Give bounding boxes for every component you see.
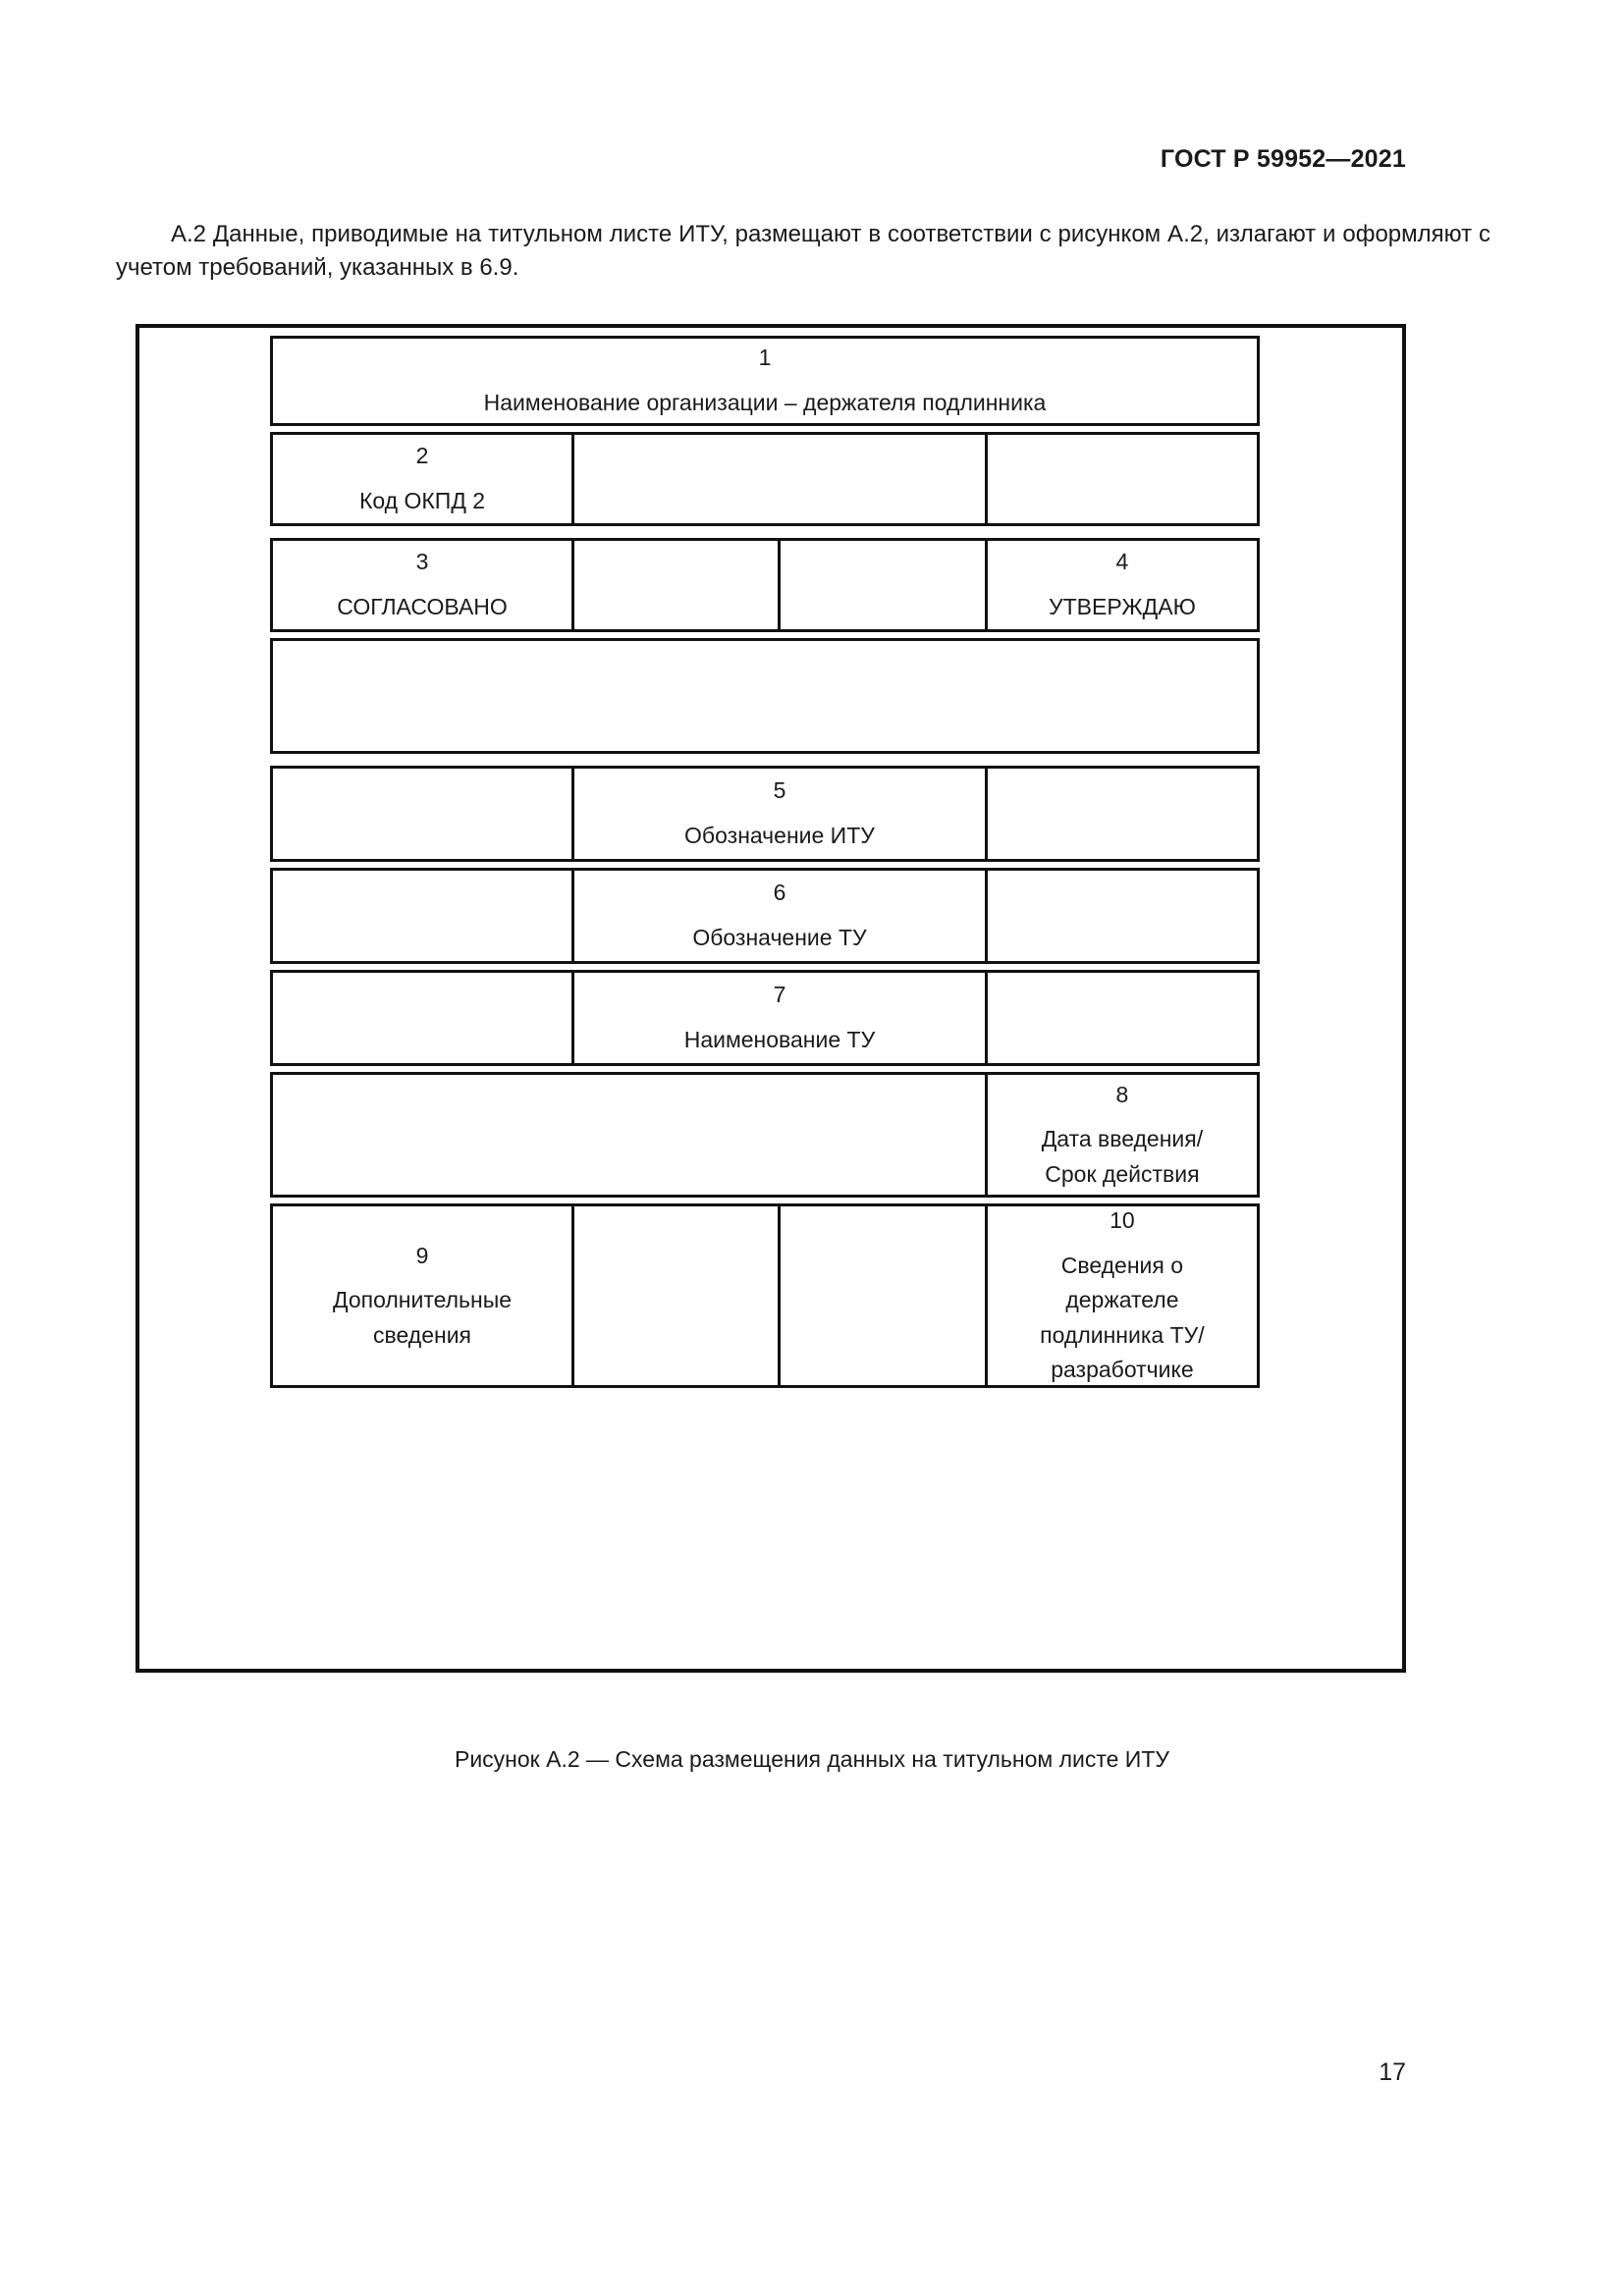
scheme-cell-tu-empty-right <box>984 871 1257 961</box>
scheme-row-blank-band <box>270 638 1260 754</box>
block-label-designation-itu: Обозначение ИТУ <box>684 823 875 848</box>
scheme-cell-extra-empty-1 <box>571 1206 778 1385</box>
block-label-holder-info-line-3: подлинника ТУ/ <box>1040 1321 1205 1348</box>
scheme-cell-organization: 1 Наименование организации – держателя п… <box>273 339 1257 423</box>
scheme-cell-date-empty-left <box>273 1075 985 1195</box>
block-label-date: Дата введения/ Срок действия <box>1042 1122 1203 1192</box>
page-number: 17 <box>1379 2058 1406 2086</box>
block-number-4: 4 <box>1115 549 1129 575</box>
figure-a2-frame: 1 Наименование организации – держателя п… <box>135 324 1406 1673</box>
scheme-row-designation-itu: 5 Обозначение ИТУ <box>270 766 1260 862</box>
scheme-cell-soglasovano: 3 СОГЛАСОВАНО <box>273 541 571 629</box>
block-label-soglasovano: СОГЛАСОВАНО <box>337 594 508 619</box>
block-number-1: 1 <box>758 345 772 371</box>
scheme-cell-holder-info: 10 Сведения о держателе подлинника ТУ/ р… <box>984 1206 1257 1385</box>
scheme-cell-blank-band <box>273 641 1257 751</box>
block-number-2: 2 <box>415 443 429 469</box>
block-label-okpd: Код ОКПД 2 <box>359 488 486 513</box>
scheme-cell-designation-tu: 6 Обозначение ТУ <box>571 871 985 961</box>
figure-caption: Рисунок А.2 — Схема размещения данных на… <box>454 1746 1169 1772</box>
block-number-7: 7 <box>773 982 786 1008</box>
scheme-row-designation-tu: 6 Обозначение ТУ <box>270 868 1260 964</box>
block-label-name-tu: Наименование ТУ <box>683 1027 876 1052</box>
scheme-row-name-tu: 7 Наименование ТУ <box>270 970 1260 1066</box>
scheme-cell-tu-empty-left <box>273 871 571 961</box>
scheme-cell-okpd: 2 Код ОКПД 2 <box>273 435 571 523</box>
block-label-utverzhdayu: УТВЕРЖДАЮ <box>1049 594 1196 619</box>
block-label-designation-tu: Обозначение ТУ <box>692 925 867 950</box>
scheme-row-organization: 1 Наименование организации – держателя п… <box>270 336 1260 426</box>
block-number-10: 10 <box>1110 1206 1135 1233</box>
block-number-5: 5 <box>773 777 786 804</box>
block-label-holder-info-line-2: держателе <box>1065 1287 1179 1313</box>
scheme-cell-itu-empty-left <box>273 769 571 859</box>
scheme-cell-date: 8 Дата введения/ Срок действия <box>984 1075 1257 1195</box>
document-header-standard-code: ГОСТ Р 59952—2021 <box>1160 145 1406 173</box>
block-label-holder-info-line-4: разработчике <box>1051 1357 1194 1383</box>
scheme-cell-name-tu-empty-right <box>984 973 1257 1063</box>
scheme-cell-additional-info: 9 Дополнительные сведения <box>273 1206 571 1385</box>
scheme-cell-approval-empty-2 <box>778 541 984 629</box>
block-label-holder-info-line-1: Сведения о <box>1060 1252 1184 1278</box>
scheme-cell-extra-empty-2 <box>778 1206 984 1385</box>
block-number-6: 6 <box>773 880 786 906</box>
scheme-cell-name-tu-empty-left <box>273 973 571 1063</box>
block-number-8: 8 <box>1115 1081 1129 1107</box>
block-label-organization: Наименование организации – держателя под… <box>483 390 1047 415</box>
block-label-additional-info: Дополнительные сведения <box>333 1283 512 1353</box>
scheme-cell-okpd-empty-right <box>984 435 1257 523</box>
scheme-cell-approval-empty-1 <box>571 541 778 629</box>
scheme-row-extra: 9 Дополнительные сведения 10 Сведения о … <box>270 1203 1260 1388</box>
scheme-cell-name-tu: 7 Наименование ТУ <box>571 973 985 1063</box>
block-label-date-line-2: Срок действия <box>1045 1160 1200 1187</box>
scheme-row-approval: 3 СОГЛАСОВАНО 4 УТВЕРЖДАЮ <box>270 538 1260 632</box>
scheme-cell-utverzhdayu: 4 УТВЕРЖДАЮ <box>984 541 1257 629</box>
block-label-holder-info: Сведения о держателе подлинника ТУ/ разр… <box>1040 1249 1204 1389</box>
block-label-date-line-1: Дата введения/ <box>1041 1126 1204 1152</box>
block-number-9: 9 <box>415 1242 429 1268</box>
intro-paragraph: А.2 Данные, приводимые на титульном лист… <box>116 218 1490 285</box>
intro-paragraph-text: А.2 Данные, приводимые на титульном лист… <box>116 221 1490 282</box>
block-label-additional-info-line-1: Дополнительные <box>333 1287 513 1313</box>
scheme-cell-itu-empty-right <box>984 769 1257 859</box>
block-number-3: 3 <box>415 549 429 575</box>
scheme-row-date: 8 Дата введения/ Срок действия <box>270 1072 1260 1198</box>
scheme-cell-designation-itu: 5 Обозначение ИТУ <box>571 769 985 859</box>
title-page-scheme-table: 1 Наименование организации – держателя п… <box>270 336 1260 1388</box>
scheme-cell-okpd-empty-middle <box>571 435 985 523</box>
scheme-row-okpd: 2 Код ОКПД 2 <box>270 432 1260 526</box>
block-label-additional-info-line-2: сведения <box>373 1321 472 1348</box>
